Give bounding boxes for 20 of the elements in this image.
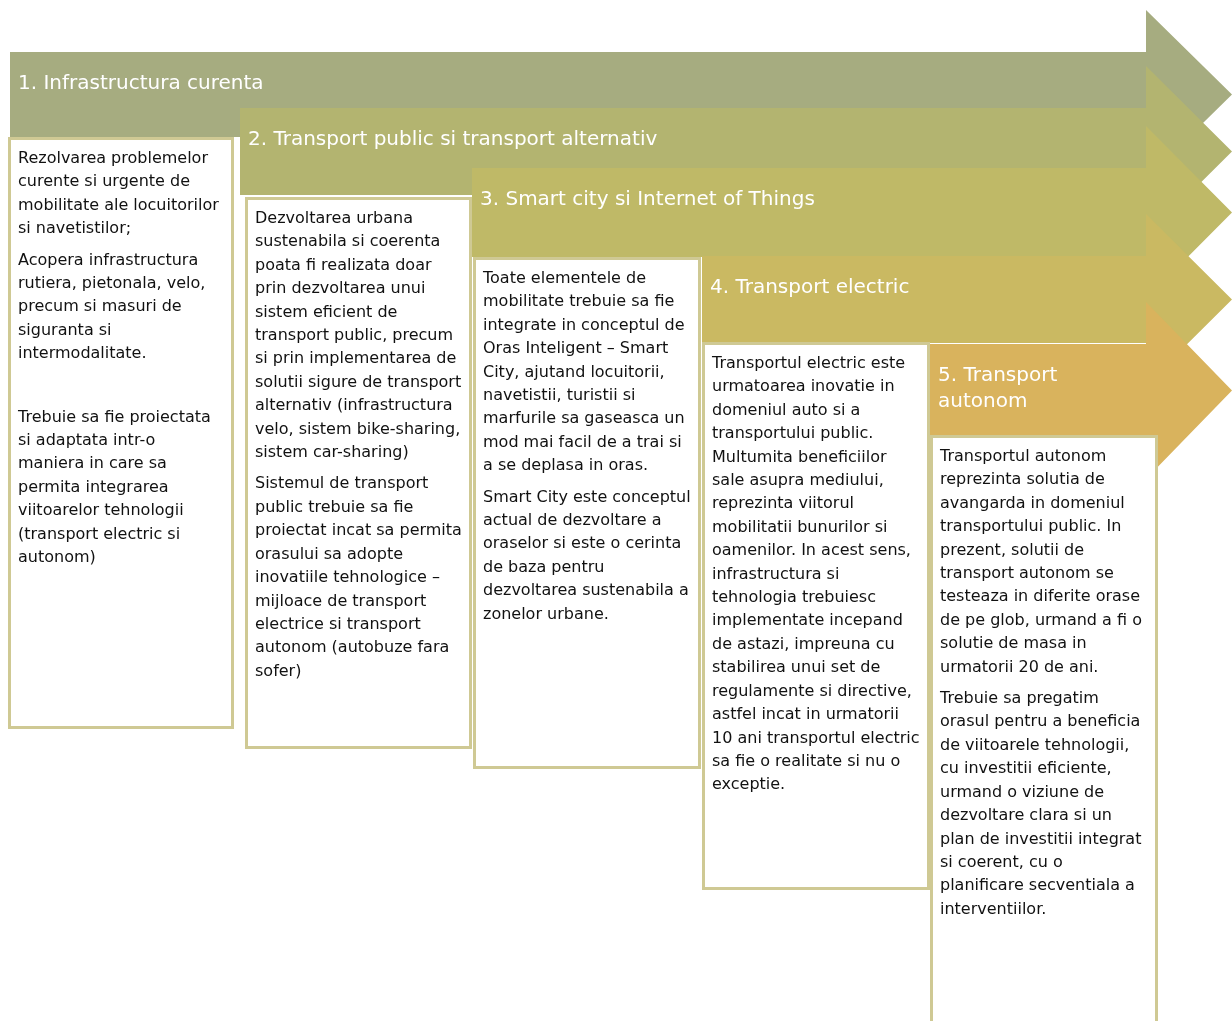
- text-panel: [473, 257, 701, 769]
- step-title: 2. Transport public si transport alternativ: [248, 125, 659, 151]
- text-panel: [245, 197, 472, 749]
- panel-text: Trebuie sa fie proiectata si adaptata intr-o maniera in care sa permita integrarea viitoarelor tehnologii (transport electric si autonom): [18, 405, 212, 569]
- step-title: 3. Smart city si Internet of Things: [480, 185, 816, 211]
- panel-text: Acopera infrastructura rutiera, pietonala, velo, precum si masuri de siguranta si intermodalitate.: [18, 248, 207, 365]
- panel-text: Transportul autonom reprezinta solutia de avangarda in domeniul transportului public. In prezent, solutii de transport autonom se testeaza in diferite orase de pe glob, urmand a fi o solutie de masa in urmatorii 20 de ani.: [940, 445, 1143, 678]
- panel-text: Trebuie sa pregatim orasul pentru a beneficia de viitoarele tehnologii, cu investitii eficiente, urmand o viziune de dezvoltare clara si un plan de investitii integrat si coerent, cu o planificare secventiala a interventiilor.: [940, 687, 1143, 920]
- panel-text: Rezolvarea problemelor curente si urgente de mobilitate ale locuitorilor si navetistilor;: [18, 147, 220, 240]
- step-title: 5. Transport autonom: [938, 361, 1059, 413]
- step-title: 4. Transport electric: [710, 273, 911, 299]
- step-title: 1. Infrastructura curenta: [18, 69, 265, 95]
- panel-text: Sistemul de transport public trebuie sa fie proiectat incat sa permita orasului sa adopte inovatiile tehnologice – mijloace de transport electrice si transport autonom (autobuze fara sofer): [255, 472, 463, 682]
- panel-text: Toate elementele de mobilitate trebuie sa fie integrate in conceptul de Oras Inteligent – Smart City, ajutand locuitorii, navetistii, turistii si marfurile sa gaseasca un mod mai facil de a trai si a se deplasa in oras.: [483, 267, 686, 477]
- panel-text: Transportul electric este urmatoarea inovatie in domeniul auto si a transportului public. Multumita beneficiilor sale asupra mediului, reprezinta viitorul mobilitatii bunurilor si oamenilor. In acest sens, infrastructura si tehnologia trebuiesc implementate incepand de astazi, impreuna cu stabilirea unui set de regulamente si directive, astfel incat in urmatorii 10 ani transportul electric sa fie o realitate si nu o exceptie.: [712, 352, 921, 796]
- text-panel: [702, 342, 930, 890]
- panel-text: Dezvoltarea urbana sustenabila si coerenta poata fi realizata doar prin dezvoltarea unui sistem eficient de transport public, precum si prin implementarea de solutii sigure de transport alternativ (infrastructura velo, sistem bike-sharing, sistem car-sharing): [255, 207, 463, 464]
- panel-text: Smart City este conceptul actual de dezvoltare a oraselor si este o cerinta de baza pentru dezvoltarea sustenabila a zonelor urbane.: [483, 485, 692, 625]
- text-panel: [8, 137, 234, 729]
- text-panel: [930, 435, 1158, 1021]
